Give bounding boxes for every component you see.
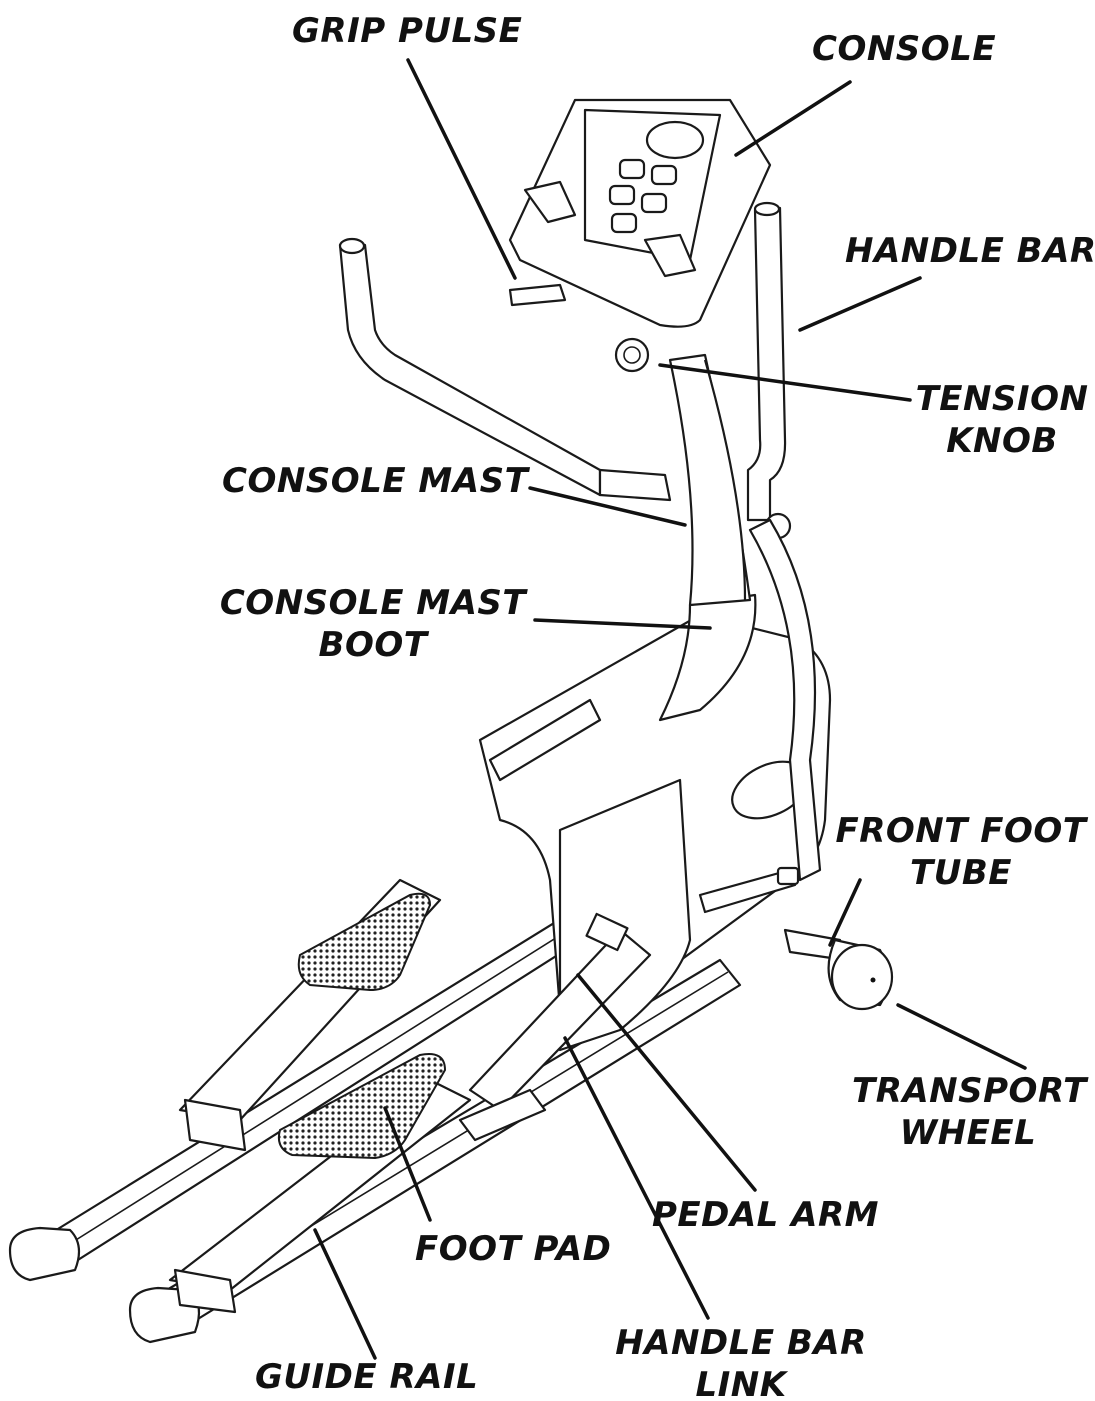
label-console-mast: CONSOLE MAST	[222, 461, 529, 501]
leader-guide-rail	[313, 1228, 377, 1360]
label-handle-bar: HANDLE BAR	[845, 231, 1095, 271]
label-tension-knob-line1: TENSION	[915, 379, 1089, 419]
console-unit	[508, 98, 772, 373]
label-console: CONSOLE	[812, 29, 997, 69]
frame-body	[478, 613, 832, 1052]
handle-bars	[338, 201, 822, 882]
label-transport-wheel-line2: WHEEL	[899, 1113, 1037, 1153]
leader-front-foot-tube	[828, 878, 862, 947]
leader-console-mast	[528, 486, 687, 527]
label-front-foot-tube-line1: FRONT FOOT	[835, 811, 1087, 851]
leader-handle-bar-link	[563, 1036, 710, 1320]
leader-grip-pulse	[406, 58, 517, 280]
leader-lines	[313, 58, 1027, 1360]
label-tension-knob-line2: KNOB	[946, 421, 1058, 461]
label-grip-pulse: GRIP PULSE	[292, 11, 523, 51]
label-guide-rail: GUIDE RAIL	[255, 1357, 479, 1397]
label-tension-knob: TENSION KNOB	[912, 378, 1092, 462]
leader-handle-bar	[798, 276, 922, 332]
leader-console-mast-boot	[533, 618, 712, 630]
leader-console	[734, 80, 852, 157]
label-handle-bar-link: HANDLE BAR LINK	[615, 1322, 867, 1401]
leader-tension-knob	[658, 363, 912, 402]
label-front-foot-tube: FRONT FOOT TUBE	[832, 810, 1090, 894]
label-pedal-arm: PEDAL ARM	[652, 1195, 880, 1235]
label-console-mast-boot-line1: CONSOLE MAST	[219, 583, 527, 623]
console-mast	[658, 353, 757, 722]
label-front-foot-tube-line2: TUBE	[910, 853, 1012, 893]
label-console-mast-boot: CONSOLE MAST BOOT	[218, 582, 528, 666]
label-handle-bar-link-line2: LINK	[695, 1365, 787, 1401]
leader-transport-wheel	[896, 1003, 1027, 1070]
label-transport-wheel: TRANSPORT WHEEL	[852, 1070, 1087, 1154]
label-foot-pad: FOOT PAD	[415, 1229, 612, 1269]
leader-foot-pad	[383, 1106, 432, 1222]
label-console-mast-boot-line2: BOOT	[318, 625, 428, 665]
label-transport-wheel-line1: TRANSPORT	[852, 1071, 1087, 1111]
label-handle-bar-link-line1: HANDLE BAR	[615, 1323, 867, 1363]
front-foot-assembly	[698, 866, 894, 1011]
leader-pedal-arm	[576, 973, 757, 1192]
